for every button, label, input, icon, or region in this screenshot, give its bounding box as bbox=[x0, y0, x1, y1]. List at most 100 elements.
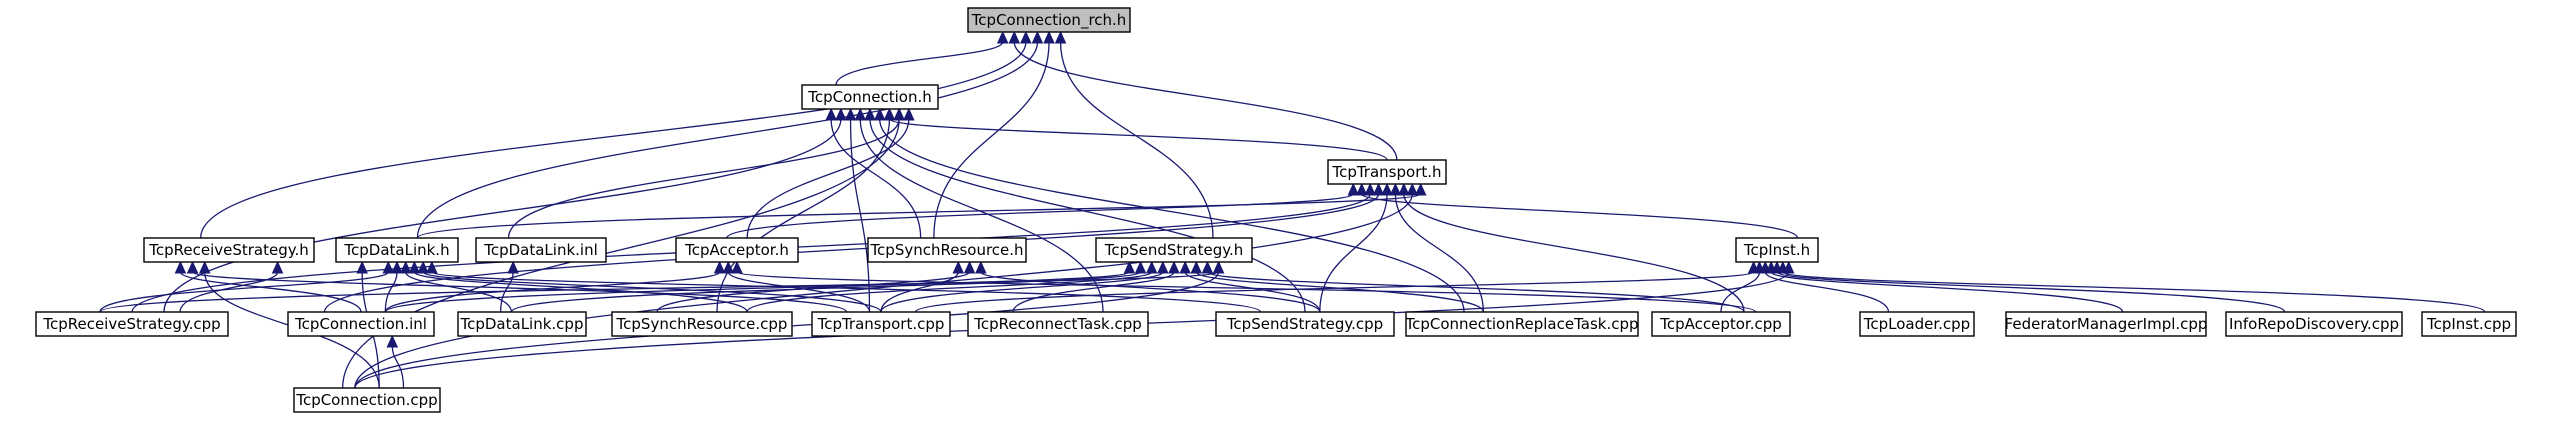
arrowhead-conn-to-rch bbox=[996, 30, 1009, 44]
arrowhead-sscpp-to-dlh bbox=[426, 260, 438, 274]
node-tcpdatalink-cpp[interactable]: TcpDataLink.cpp bbox=[457, 311, 587, 337]
node-tcpconnection-h-box bbox=[801, 84, 939, 110]
edge-dlcpp-to-dlinl bbox=[500, 271, 514, 313]
node-tcpreconnecttask-cpp[interactable]: TcpReconnectTask.cpp bbox=[967, 311, 1149, 337]
node-tcpconnection-cpp-box bbox=[293, 387, 441, 413]
node-tcpacceptor-h[interactable]: TcpAcceptor.h bbox=[675, 237, 799, 263]
node-tcpconnection-inl-box bbox=[287, 311, 435, 337]
node-tcpreceivestrategy-h[interactable]: TcpReceiveStrategy.h bbox=[143, 237, 315, 263]
node-tcpsendstrategy-cpp[interactable]: TcpSendStrategy.cpp bbox=[1215, 311, 1395, 337]
node-tcptransport-cpp-box bbox=[811, 311, 951, 337]
arrowhead-trcpp-to-dlh bbox=[417, 260, 429, 274]
arrowhead-crtcpp-to-trans bbox=[1389, 182, 1402, 196]
node-tcpconnectionreplacetask-cpp-label: TcpConnectionReplaceTask.cpp bbox=[1404, 315, 1638, 333]
node-tcpdatalink-inl[interactable]: TcpDataLink.inl bbox=[475, 237, 607, 263]
edge-trcpp-to-ssh bbox=[880, 271, 1164, 313]
edge-syncpp-to-dlh bbox=[413, 271, 748, 313]
arrowhead-cinl-to-dlh bbox=[391, 260, 403, 274]
node-tcpreceivestrategy-cpp-label: TcpReceiveStrategy.cpp bbox=[42, 315, 220, 333]
arrowhead-conncpp-to-ssh bbox=[1212, 260, 1225, 274]
edge-acch-to-conn bbox=[746, 118, 910, 239]
arrowhead-rscpp-to-conn bbox=[835, 107, 847, 121]
edge-trans-to-conn bbox=[888, 118, 1388, 161]
arrowhead-rscpp-to-trans bbox=[1364, 182, 1376, 196]
arrowhead-conncpp-to-dlh bbox=[356, 260, 368, 274]
arrowhead-sscpp-to-ssh bbox=[1179, 260, 1191, 274]
node-tcpconnectionreplacetask-cpp-box bbox=[1405, 311, 1639, 337]
arrowhead-insth-to-trans bbox=[1355, 182, 1368, 196]
node-tcpreconnecttask-cpp-label: TcpReconnectTask.cpp bbox=[973, 315, 1142, 333]
nodes-layer: TcpConnection_rch.hTcpConnection.hTcpTra… bbox=[35, 7, 2517, 413]
node-tcpconnection-h[interactable]: TcpConnection.h bbox=[801, 84, 939, 110]
node-tcploader-cpp-box bbox=[1859, 311, 1975, 337]
arrowhead-syncpp-to-synh bbox=[963, 260, 976, 274]
node-federatormanagerimpl-cpp[interactable]: FederatorManagerImpl.cpp bbox=[2005, 311, 2208, 337]
edge-ldcpp-to-insth bbox=[1764, 271, 1890, 313]
arrowhead-dlcpp-to-ssh bbox=[1134, 260, 1147, 274]
node-tcpsynchresource-cpp-box bbox=[611, 311, 793, 337]
edge-rscpp-to-ssh bbox=[99, 271, 1220, 313]
arrowhead-conncpp-to-cinl bbox=[386, 334, 399, 348]
edge-dlcpp-to-dlh bbox=[405, 271, 512, 313]
arrowhead-conncpp-to-rsh bbox=[198, 260, 211, 274]
arrowhead-conncpp-to-insth bbox=[1782, 260, 1795, 274]
edge-trcpp-to-acch bbox=[727, 271, 871, 313]
node-tcpconnection-inl[interactable]: TcpConnection.inl bbox=[287, 311, 435, 337]
node-tcploader-cpp-label: TcpLoader.cpp bbox=[1863, 315, 1970, 333]
edge-insth-to-trans bbox=[1361, 193, 1799, 239]
node-tcpdatalink-h[interactable]: TcpDataLink.h bbox=[335, 237, 459, 263]
edge-ircpp-to-insth bbox=[1776, 271, 2286, 313]
edge-dlinl-to-conn bbox=[507, 118, 900, 239]
edge-cinl-to-ssh bbox=[384, 271, 1131, 313]
edge-acccpp-to-ssh bbox=[1206, 271, 1745, 313]
node-tcpreceivestrategy-cpp[interactable]: TcpReceiveStrategy.cpp bbox=[35, 311, 229, 337]
arrowhead-rtcpp-to-conn bbox=[854, 107, 867, 121]
node-tcpacceptor-cpp[interactable]: TcpAcceptor.cpp bbox=[1651, 311, 1791, 337]
edge-rtcpp-to-conn bbox=[859, 118, 1104, 313]
node-tcpinst-h[interactable]: TcpInst.h bbox=[1735, 237, 1819, 263]
node-tcpconnectionreplacetask-cpp[interactable]: TcpConnectionReplaceTask.cpp bbox=[1404, 311, 1639, 337]
node-tcpreceivestrategy-h-box bbox=[143, 237, 315, 263]
node-tcpinst-cpp[interactable]: TcpInst.cpp bbox=[2421, 311, 2517, 337]
node-tcptransport-h[interactable]: TcpTransport.h bbox=[1327, 159, 1447, 185]
arrowhead-trcpp-to-synh bbox=[952, 260, 965, 274]
node-tcpconnection-rch-h[interactable]: TcpConnection_rch.h bbox=[967, 7, 1131, 33]
node-inforepodiscovery-cpp[interactable]: InfoRepoDiscovery.cpp bbox=[2225, 311, 2403, 337]
node-tcpdatalink-cpp-box bbox=[457, 311, 587, 337]
node-tcploader-cpp[interactable]: TcpLoader.cpp bbox=[1859, 311, 1975, 337]
edge-instcpp-to-insth bbox=[1782, 271, 2486, 313]
node-tcpreceivestrategy-h-label: TcpReceiveStrategy.h bbox=[148, 241, 309, 259]
edge-cinl-to-rsh bbox=[179, 271, 362, 313]
edge-trans-to-rch bbox=[1013, 41, 1398, 161]
node-tcptransport-cpp-label: TcpTransport.cpp bbox=[817, 315, 945, 333]
arrowhead-rscpp-to-dlh bbox=[382, 260, 395, 274]
node-tcptransport-cpp[interactable]: TcpTransport.cpp bbox=[811, 311, 951, 337]
node-tcpreconnecttask-cpp-box bbox=[967, 311, 1149, 337]
edge-crtcpp-to-conn bbox=[879, 118, 1465, 313]
node-tcpconnection-cpp-label: TcpConnection.cpp bbox=[295, 391, 437, 409]
arrowhead-syncpp-to-ssh bbox=[1145, 260, 1158, 274]
node-tcpsynchresource-h[interactable]: TcpSynchResource.h bbox=[867, 237, 1027, 263]
arrowhead-cinl-to-trans bbox=[1372, 182, 1385, 196]
node-tcpconnection-cpp[interactable]: TcpConnection.cpp bbox=[293, 387, 441, 413]
node-tcpconnection-inl-label: TcpConnection.inl bbox=[294, 315, 427, 333]
node-tcpsendstrategy-h[interactable]: TcpSendStrategy.h bbox=[1095, 237, 1253, 263]
node-tcpdatalink-cpp-label: TcpDataLink.cpp bbox=[460, 315, 584, 333]
arrowhead-syncpp-to-dlh bbox=[408, 260, 421, 274]
node-tcpsendstrategy-cpp-box bbox=[1215, 311, 1395, 337]
arrowhead-dlcpp-to-dlh bbox=[399, 260, 412, 274]
edge-rsh-to-rch bbox=[200, 41, 1027, 239]
arrowhead-cinl-to-ssh bbox=[1123, 260, 1136, 274]
edge-syncpp-to-ssh bbox=[746, 271, 1153, 313]
edge-sscpp-to-trans bbox=[1319, 193, 1388, 313]
edge-sscpp-to-synh bbox=[980, 271, 1321, 313]
arrowhead-conncpp-to-trans bbox=[1406, 182, 1419, 196]
edge-cinl-to-trans bbox=[323, 193, 1380, 313]
edge-conncpp-to-cinl bbox=[391, 345, 405, 389]
arrowhead-acccpp-to-acch bbox=[731, 260, 743, 274]
node-tcpsynchresource-cpp[interactable]: TcpSynchResource.cpp bbox=[611, 311, 793, 337]
edge-trcpp-to-rsh bbox=[191, 271, 848, 313]
node-tcptransport-h-label: TcpTransport.h bbox=[1331, 163, 1441, 181]
arrowhead-rscpp-to-rsh bbox=[271, 260, 284, 274]
